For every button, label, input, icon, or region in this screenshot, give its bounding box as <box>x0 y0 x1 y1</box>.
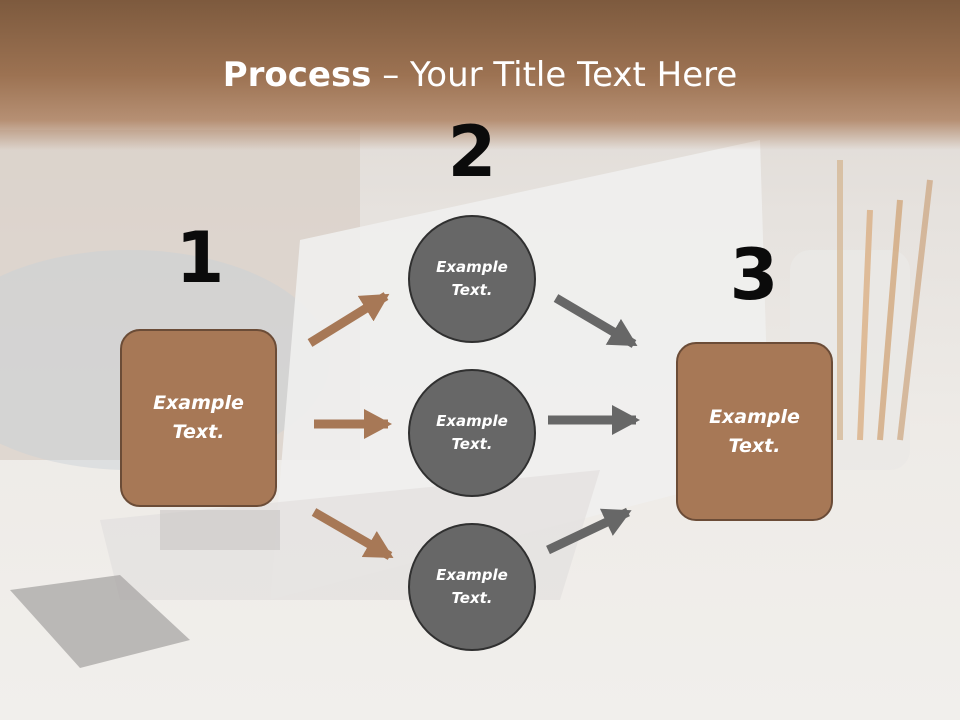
circle-top-line-2: Text. <box>451 281 493 299</box>
circle-bottom-line-1: Example <box>436 566 508 584</box>
arrow-bottom-to-right <box>546 507 632 555</box>
step-number-1: 1 <box>175 217 225 299</box>
circle-top-line-1: Example <box>436 258 508 276</box>
title-bold: Process <box>222 55 372 95</box>
arrow-left-to-top <box>307 292 390 347</box>
step-2-circle-bottom: Example Text. <box>408 523 536 651</box>
title-band <box>0 0 960 150</box>
step-number-2: 2 <box>447 111 497 193</box>
step-1-line-2: Text. <box>172 421 225 443</box>
step-3-box: Example Text. <box>676 342 833 521</box>
step-number-3: 3 <box>729 234 779 316</box>
circle-mid-line-1: Example <box>436 412 508 430</box>
arrow-left-to-bottom <box>311 508 394 560</box>
circle-bottom-line-2: Text. <box>451 589 493 607</box>
arrow-top-to-right <box>553 294 638 348</box>
step-1-box: Example Text. <box>120 329 277 507</box>
circle-mid-line-2: Text. <box>451 435 493 453</box>
step-3-line-2: Text. <box>728 434 781 457</box>
step-1-line-1: Example <box>153 392 244 414</box>
step-2-circle-mid: Example Text. <box>408 369 536 497</box>
slide-title: Process – Your Title Text Here <box>0 52 960 98</box>
step-2-circle-top: Example Text. <box>408 215 536 343</box>
title-rest: – Your Title Text Here <box>371 55 738 95</box>
step-3-line-1: Example <box>709 405 800 428</box>
